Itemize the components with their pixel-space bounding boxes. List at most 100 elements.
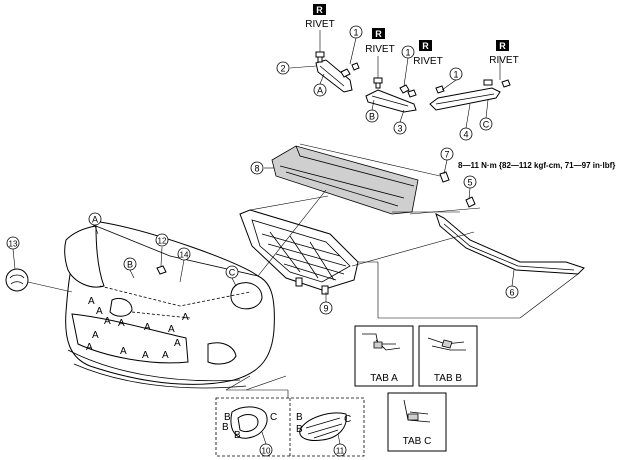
marker-a-12: A — [182, 312, 189, 323]
letter-c-bumper: C — [225, 265, 239, 287]
rivet-label-4: RIVET — [489, 55, 518, 66]
marker-a-6: A — [92, 330, 99, 341]
callout-4: 4 — [459, 103, 473, 141]
part-7-bolt — [439, 159, 450, 183]
part-9-grille — [239, 209, 359, 295]
rivet-badge-1 — [313, 4, 326, 15]
callout-12: 12 — [155, 233, 169, 247]
callout-6: 6 — [505, 269, 519, 299]
svg-text:5: 5 — [467, 178, 472, 188]
callout-13: 13 — [6, 236, 20, 270]
svg-text:A: A — [317, 86, 323, 96]
bracket-2 — [315, 30, 360, 93]
part-13-emblem — [5, 268, 73, 293]
marker-a-8: A — [120, 346, 127, 357]
rivet-label-3: RIVET — [413, 56, 442, 67]
rivet-label-2: RIVET — [365, 44, 394, 55]
callout-1b: 1 — [401, 45, 415, 87]
rivet-group-4: R RIVET — [489, 40, 519, 66]
part-11-cover: B B C — [296, 412, 351, 441]
marker-a-3: A — [104, 316, 111, 327]
bracket-4 — [429, 56, 511, 111]
letter-a-bumper: A — [88, 212, 102, 235]
svg-text:4: 4 — [463, 130, 468, 140]
marker-a-10: A — [168, 324, 175, 335]
callout-7: 7 — [440, 147, 454, 161]
svg-text:12: 12 — [158, 237, 167, 246]
svg-text:B: B — [127, 260, 133, 270]
rivet-badge-2 — [372, 28, 385, 39]
tab-b-detail: TAB B — [418, 325, 478, 387]
letter-c-bracket: C — [479, 99, 493, 131]
svg-text:2: 2 — [280, 64, 285, 74]
marker-a-7: A — [86, 342, 93, 353]
callout-11: 11 — [333, 433, 347, 457]
letter-a-bracket: A — [313, 73, 327, 97]
marker-a-9: A — [142, 350, 149, 361]
svg-text:6: 6 — [509, 288, 514, 298]
callout-9: 9 — [319, 292, 333, 315]
svg-text:1: 1 — [353, 28, 358, 38]
callout-2: 2 — [276, 61, 317, 75]
callout-1a: 1 — [349, 25, 363, 65]
part-12-nut — [156, 246, 167, 275]
fog-cover-box — [215, 375, 365, 457]
letter-b-bumper: B — [123, 257, 137, 279]
svg-text:14: 14 — [180, 251, 189, 260]
svg-text:A: A — [92, 215, 98, 225]
tab-c-detail: TAB C — [387, 392, 447, 452]
cover10-b2: B — [222, 422, 229, 433]
rivet-badge-text-3: R — [422, 41, 429, 51]
cover11-c: C — [344, 414, 351, 425]
rivet-group-3: R RIVET — [413, 40, 443, 67]
letter-b-bracket: B — [365, 99, 379, 123]
cover10-c: C — [270, 412, 277, 423]
rivet-label-1: RIVET — [305, 19, 334, 30]
svg-text:1: 1 — [453, 70, 458, 80]
marker-a-13: A — [174, 338, 181, 349]
tab-a-detail: TAB A — [354, 325, 414, 387]
callout-14: 14 — [177, 247, 191, 283]
marker-a-2: A — [96, 306, 103, 317]
svg-text:8: 8 — [254, 164, 259, 174]
svg-text:C: C — [229, 268, 236, 278]
svg-text:B: B — [369, 112, 375, 122]
svg-text:13: 13 — [9, 240, 18, 249]
cover10-b1: B — [224, 412, 231, 423]
rivet-badge-text-1: R — [316, 5, 323, 15]
rivet-badge-text-2: R — [375, 29, 382, 39]
marker-a-1: A — [88, 296, 95, 307]
torque-spec: 8—11 N·m {82—112 kgf-cm, 71—97 in·lbf} — [458, 161, 615, 170]
rivet-badge-4 — [496, 40, 509, 51]
rivet-badge-3 — [419, 40, 432, 51]
tab-a-label: TAB A — [370, 373, 398, 384]
cover10-b3: B — [234, 430, 241, 441]
cover11-b1: B — [296, 412, 303, 423]
bumper-a-markers: A A A A A A A A A A A A A — [86, 296, 189, 361]
front-bumper — [64, 221, 275, 389]
svg-text:9: 9 — [323, 304, 328, 314]
part-6-beam — [435, 213, 585, 275]
callout-10: 10 — [259, 431, 273, 457]
svg-text:C: C — [483, 120, 490, 130]
svg-text:7: 7 — [444, 150, 449, 160]
part-5-clip — [465, 187, 476, 208]
callout-8: 8 — [250, 161, 274, 175]
tab-c-label: TAB C — [403, 436, 432, 447]
svg-text:11: 11 — [336, 447, 345, 456]
part-8-bracket — [271, 145, 419, 215]
callout-3: 3 — [393, 109, 407, 135]
grille-mesh — [261, 231, 347, 281]
marker-a-5: A — [144, 322, 151, 333]
callout-1c: 1 — [441, 67, 463, 91]
svg-text:1: 1 — [405, 48, 410, 58]
svg-text:3: 3 — [397, 124, 402, 134]
rivet-group-2: R RIVET — [365, 28, 395, 55]
leader-lines — [249, 143, 579, 319]
rivet-badge-text-4: R — [499, 41, 506, 51]
marker-a-4: A — [118, 318, 125, 329]
marker-a-11: A — [162, 350, 169, 361]
svg-text:10: 10 — [262, 447, 271, 456]
rivet-group-1: R RIVET — [305, 4, 335, 30]
